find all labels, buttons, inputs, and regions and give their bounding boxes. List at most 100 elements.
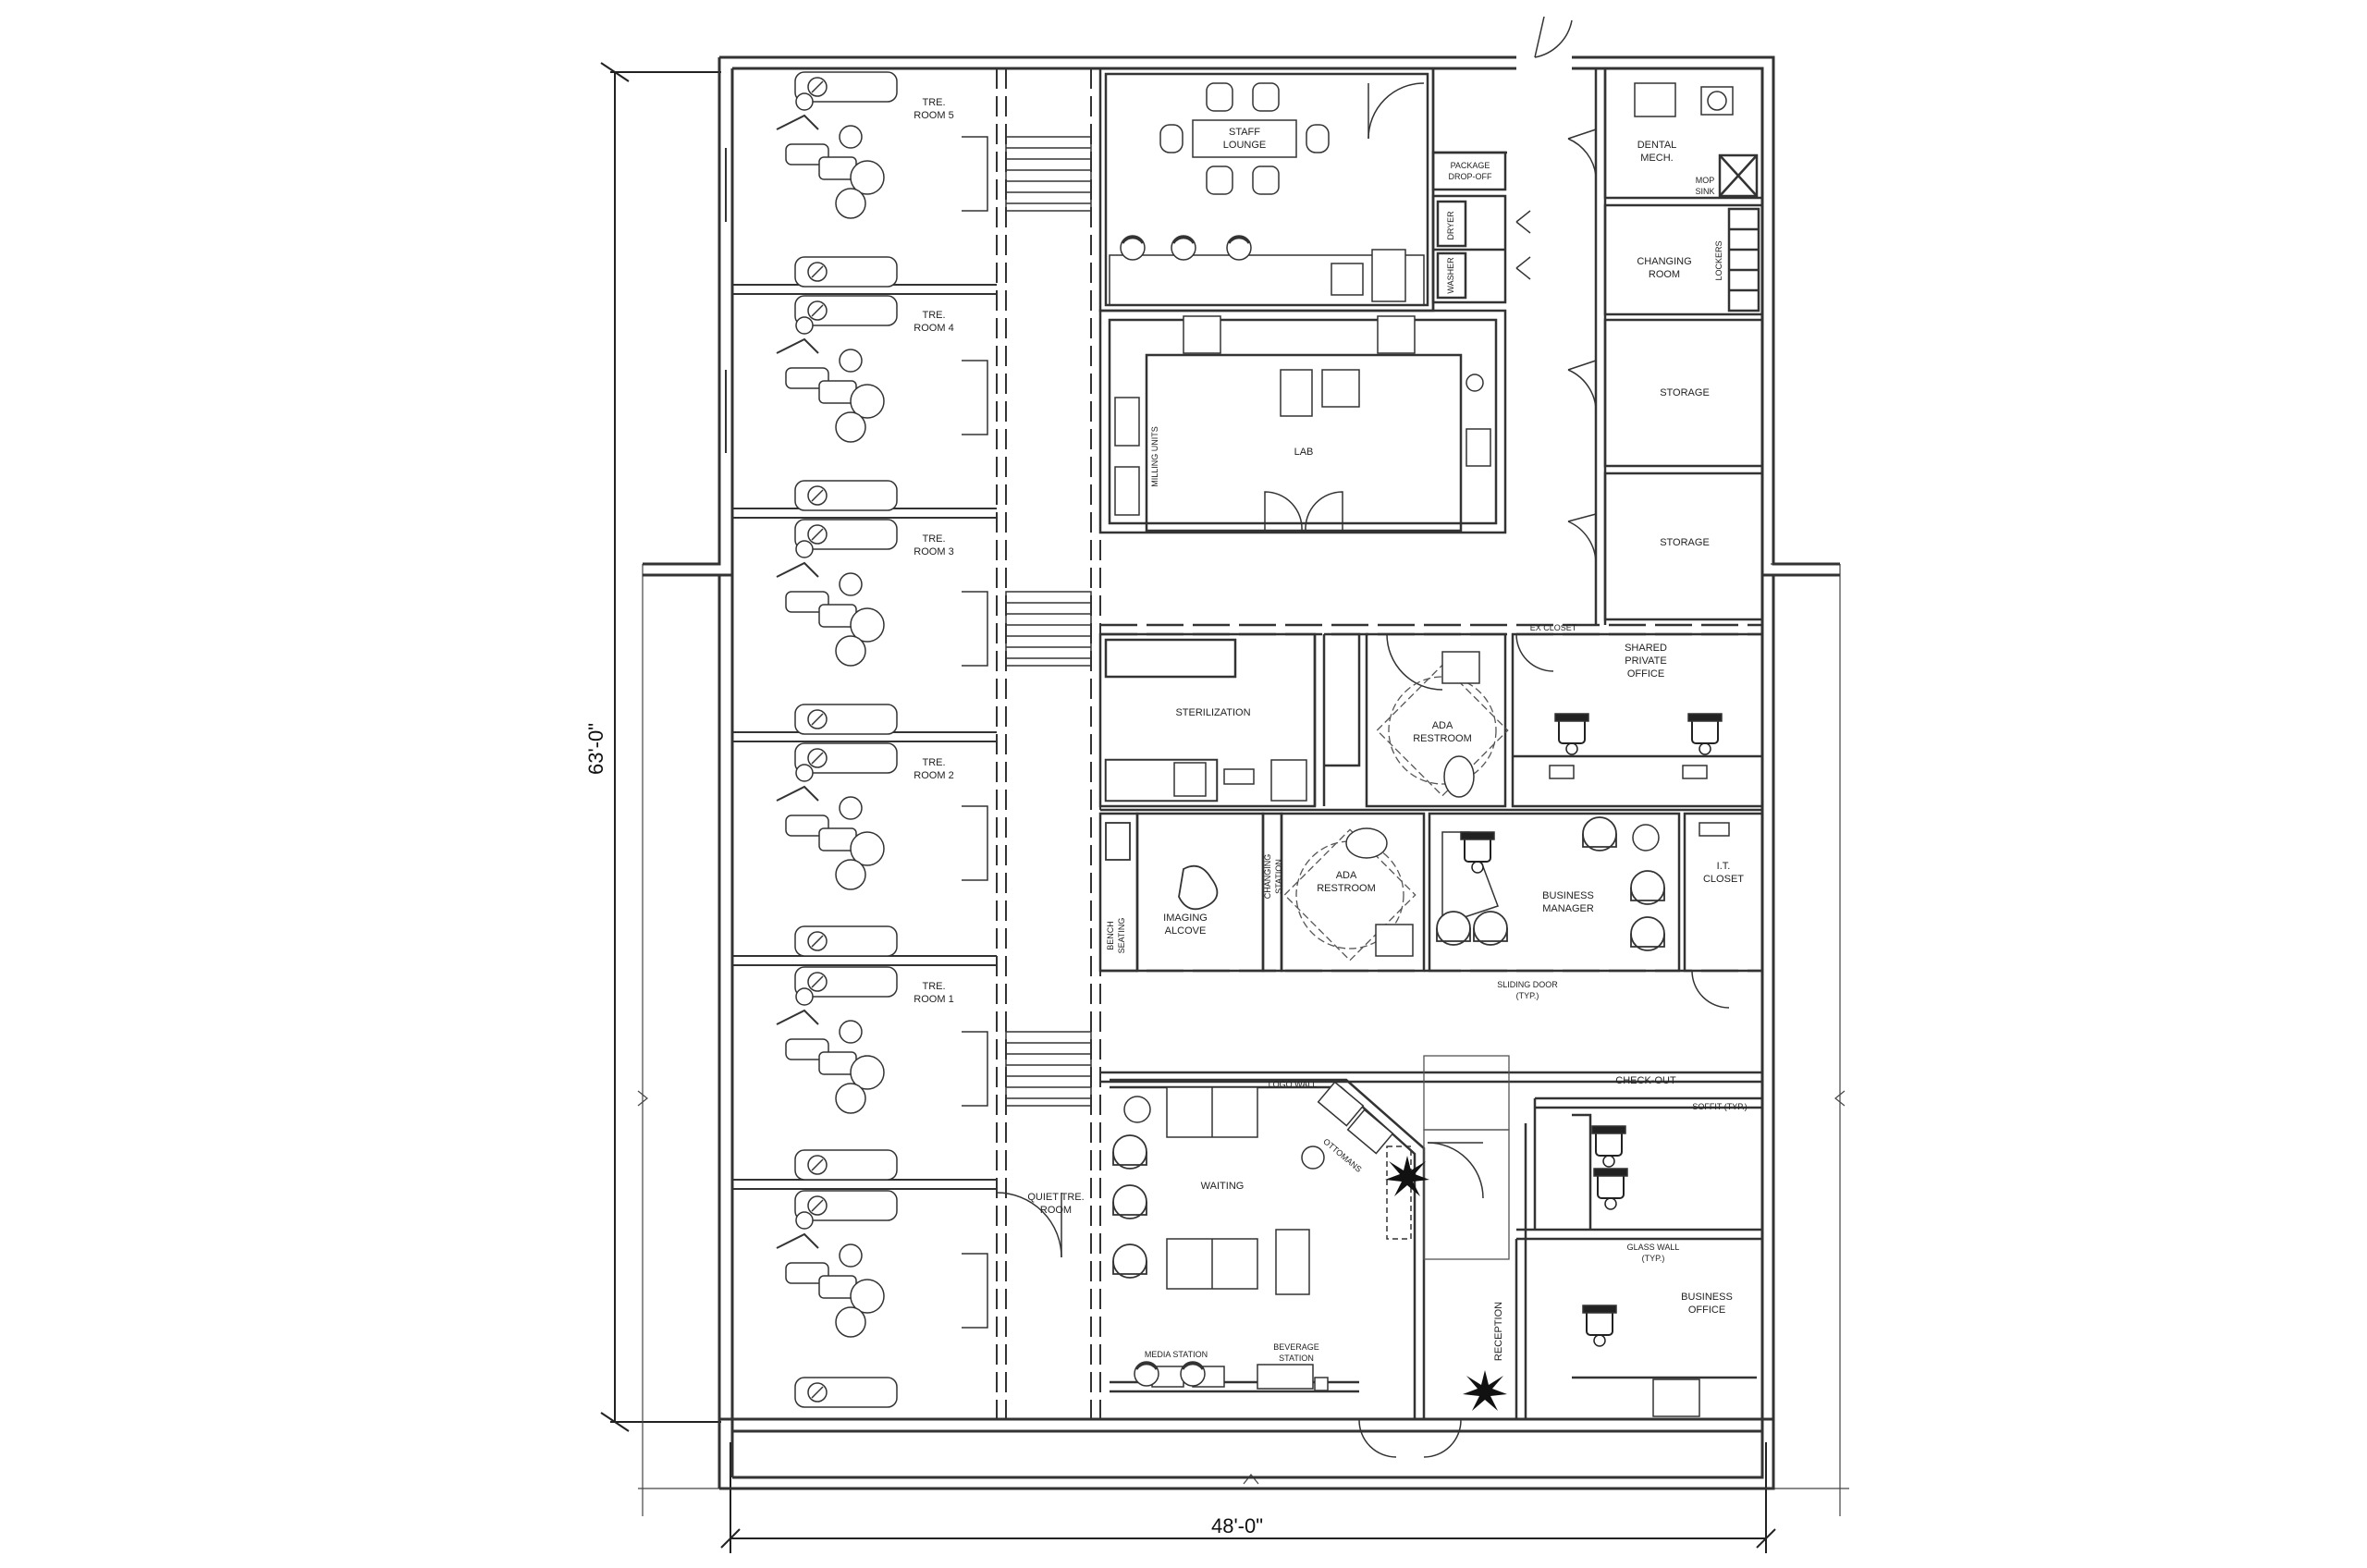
business-manager-label: BUSINESS MANAGER <box>1542 890 1594 914</box>
svg-text:MANAGER: MANAGER <box>1542 903 1594 914</box>
business-office-label: BUSINESS OFFICE <box>1681 1292 1733 1316</box>
interior-walls <box>1098 67 1764 1420</box>
lab-label: LAB <box>1294 447 1314 458</box>
svg-text:CHANGING: CHANGING <box>1263 854 1272 900</box>
svg-text:OFFICE: OFFICE <box>1688 1305 1725 1316</box>
svg-text:BUSINESS: BUSINESS <box>1681 1292 1733 1303</box>
beverage-station-label: BEVERAGE STATION <box>1273 1342 1319 1363</box>
changing-station-label: CHANGING STATION <box>1263 854 1283 900</box>
tre-room-5-label: TRE. ROOM 5 <box>914 97 953 121</box>
lab-furniture <box>1114 315 1491 516</box>
treatment-rooms <box>732 68 1101 1420</box>
svg-text:SHARED: SHARED <box>1625 643 1667 654</box>
washer-label: WASHER <box>1446 257 1455 294</box>
svg-text:ROOM 2: ROOM 2 <box>914 770 953 781</box>
svg-text:ROOM: ROOM <box>1649 269 1680 280</box>
tre-room-4-label: TRE. ROOM 4 <box>914 310 953 334</box>
storage-label: STORAGE <box>1660 387 1710 398</box>
ex-closet-label: EX CLOSET <box>1530 623 1577 632</box>
dental-mech-equipment <box>1634 82 1734 117</box>
dimension-width-label: 48'-0" <box>1211 1514 1263 1537</box>
svg-text:RESTROOM: RESTROOM <box>1413 733 1472 744</box>
imaging-chair <box>1105 822 1219 911</box>
milling-units-label: MILLING UNITS <box>1150 426 1159 487</box>
svg-text:STATION: STATION <box>1274 859 1283 894</box>
tre-room-1-label: TRE. ROOM 1 <box>914 981 953 1005</box>
it-closet-label: I.T. CLOSET <box>1703 861 1744 885</box>
svg-text:BEVERAGE: BEVERAGE <box>1273 1342 1319 1352</box>
svg-text:ADA: ADA <box>1336 870 1357 881</box>
treatment-furniture <box>776 71 898 1408</box>
waiting-furniture <box>1112 1081 1412 1391</box>
plant-icon <box>1463 1370 1507 1411</box>
business-manager-furniture <box>1436 816 1730 951</box>
svg-text:OFFICE: OFFICE <box>1627 668 1664 680</box>
svg-text:MECH.: MECH. <box>1640 153 1673 164</box>
waiting-label: WAITING <box>1201 1181 1245 1192</box>
svg-text:TRE.: TRE. <box>922 533 945 545</box>
ada-restroom-label: ADA RESTROOM <box>1317 870 1376 894</box>
media-station-label: MEDIA STATION <box>1145 1350 1208 1359</box>
svg-text:BUSINESS: BUSINESS <box>1542 890 1594 901</box>
svg-text:CHANGING: CHANGING <box>1637 256 1691 267</box>
tre-room-3-label: TRE. ROOM 3 <box>914 533 953 557</box>
svg-text:QUIET TRE.: QUIET TRE. <box>1027 1192 1084 1203</box>
svg-text:CLOSET: CLOSET <box>1703 874 1744 885</box>
svg-text:PRIVATE: PRIVATE <box>1625 655 1666 667</box>
lockers-label: LOCKERS <box>1714 240 1723 280</box>
check-out-label: CHECK-OUT <box>1615 1075 1676 1086</box>
dental-mech-label: DENTAL MECH. <box>1637 140 1677 164</box>
svg-text:PACKAGE: PACKAGE <box>1451 161 1490 170</box>
dryer-label: DRYER <box>1446 211 1455 240</box>
sliding-door-label: SLIDING DOOR (TYP.) <box>1497 980 1558 1000</box>
doors <box>1264 16 1730 1458</box>
tre-room-2-label: TRE. ROOM 2 <box>914 757 953 781</box>
reception-label: RECEPTION <box>1493 1302 1504 1361</box>
dimension-width <box>720 1442 1776 1553</box>
svg-text:SEATING: SEATING <box>1117 918 1126 954</box>
staff-lounge-label: STAFF LOUNGE <box>1223 127 1266 151</box>
imaging-alcove-label: IMAGING ALCOVE <box>1163 913 1208 937</box>
svg-text:(TYP.): (TYP.) <box>1516 991 1539 1000</box>
svg-text:I.T.: I.T. <box>1717 861 1731 872</box>
dimension-height-label: 63'-0" <box>584 723 607 775</box>
svg-text:IMAGING: IMAGING <box>1163 913 1208 924</box>
changing-room-label: CHANGING ROOM <box>1637 256 1691 280</box>
svg-text:BENCH: BENCH <box>1106 921 1115 950</box>
svg-text:DENTAL: DENTAL <box>1637 140 1677 151</box>
svg-text:SINK: SINK <box>1695 187 1714 196</box>
mop-sink-label: MOP SINK <box>1695 176 1714 196</box>
glass-wall-label: GLASS WALL (TYP.) <box>1627 1243 1680 1263</box>
stepped-dividers <box>962 136 1092 1329</box>
svg-text:ROOM 3: ROOM 3 <box>914 546 953 557</box>
ada-restroom-label: ADA RESTROOM <box>1413 720 1472 744</box>
svg-text:STAFF: STAFF <box>1229 127 1260 138</box>
sterilization-fixtures <box>1105 651 1480 957</box>
shared-private-office-label: SHARED PRIVATE OFFICE <box>1625 643 1667 680</box>
ottomans-label: OTTOMANS <box>1321 1137 1363 1174</box>
svg-text:DROP-OFF: DROP-OFF <box>1449 172 1492 181</box>
svg-text:SLIDING DOOR: SLIDING DOOR <box>1497 980 1558 989</box>
svg-text:STATION: STATION <box>1279 1354 1314 1363</box>
svg-text:RESTROOM: RESTROOM <box>1317 883 1376 894</box>
exterior-walls <box>643 55 1840 1490</box>
svg-text:LOUNGE: LOUNGE <box>1223 140 1266 151</box>
ada-turning-circles <box>1283 664 1510 1260</box>
soffit-label: SOFFIT (TYP.) <box>1692 1102 1747 1111</box>
checkout-furniture <box>1582 1125 1700 1417</box>
package-label: PACKAGE DROP-OFF <box>1449 161 1492 181</box>
svg-text:ROOM 1: ROOM 1 <box>914 994 953 1005</box>
sterilization-label: STERILIZATION <box>1175 707 1250 718</box>
svg-text:MOP: MOP <box>1696 176 1715 185</box>
svg-text:ROOM 4: ROOM 4 <box>914 323 953 334</box>
shared-office-furniture <box>1522 713 1762 779</box>
svg-text:GLASS WALL: GLASS WALL <box>1627 1243 1680 1252</box>
logo-wall-label: LOGO WALL <box>1269 1080 1318 1089</box>
svg-text:ALCOVE: ALCOVE <box>1165 925 1207 937</box>
svg-text:TRE.: TRE. <box>922 757 945 768</box>
svg-text:ROOM 5: ROOM 5 <box>914 110 953 121</box>
quiet-tre-room-label: QUIET TRE. ROOM <box>1027 1192 1084 1216</box>
bench-seating-label: BENCH SEATING <box>1106 918 1126 954</box>
dimension-height <box>600 62 721 1432</box>
